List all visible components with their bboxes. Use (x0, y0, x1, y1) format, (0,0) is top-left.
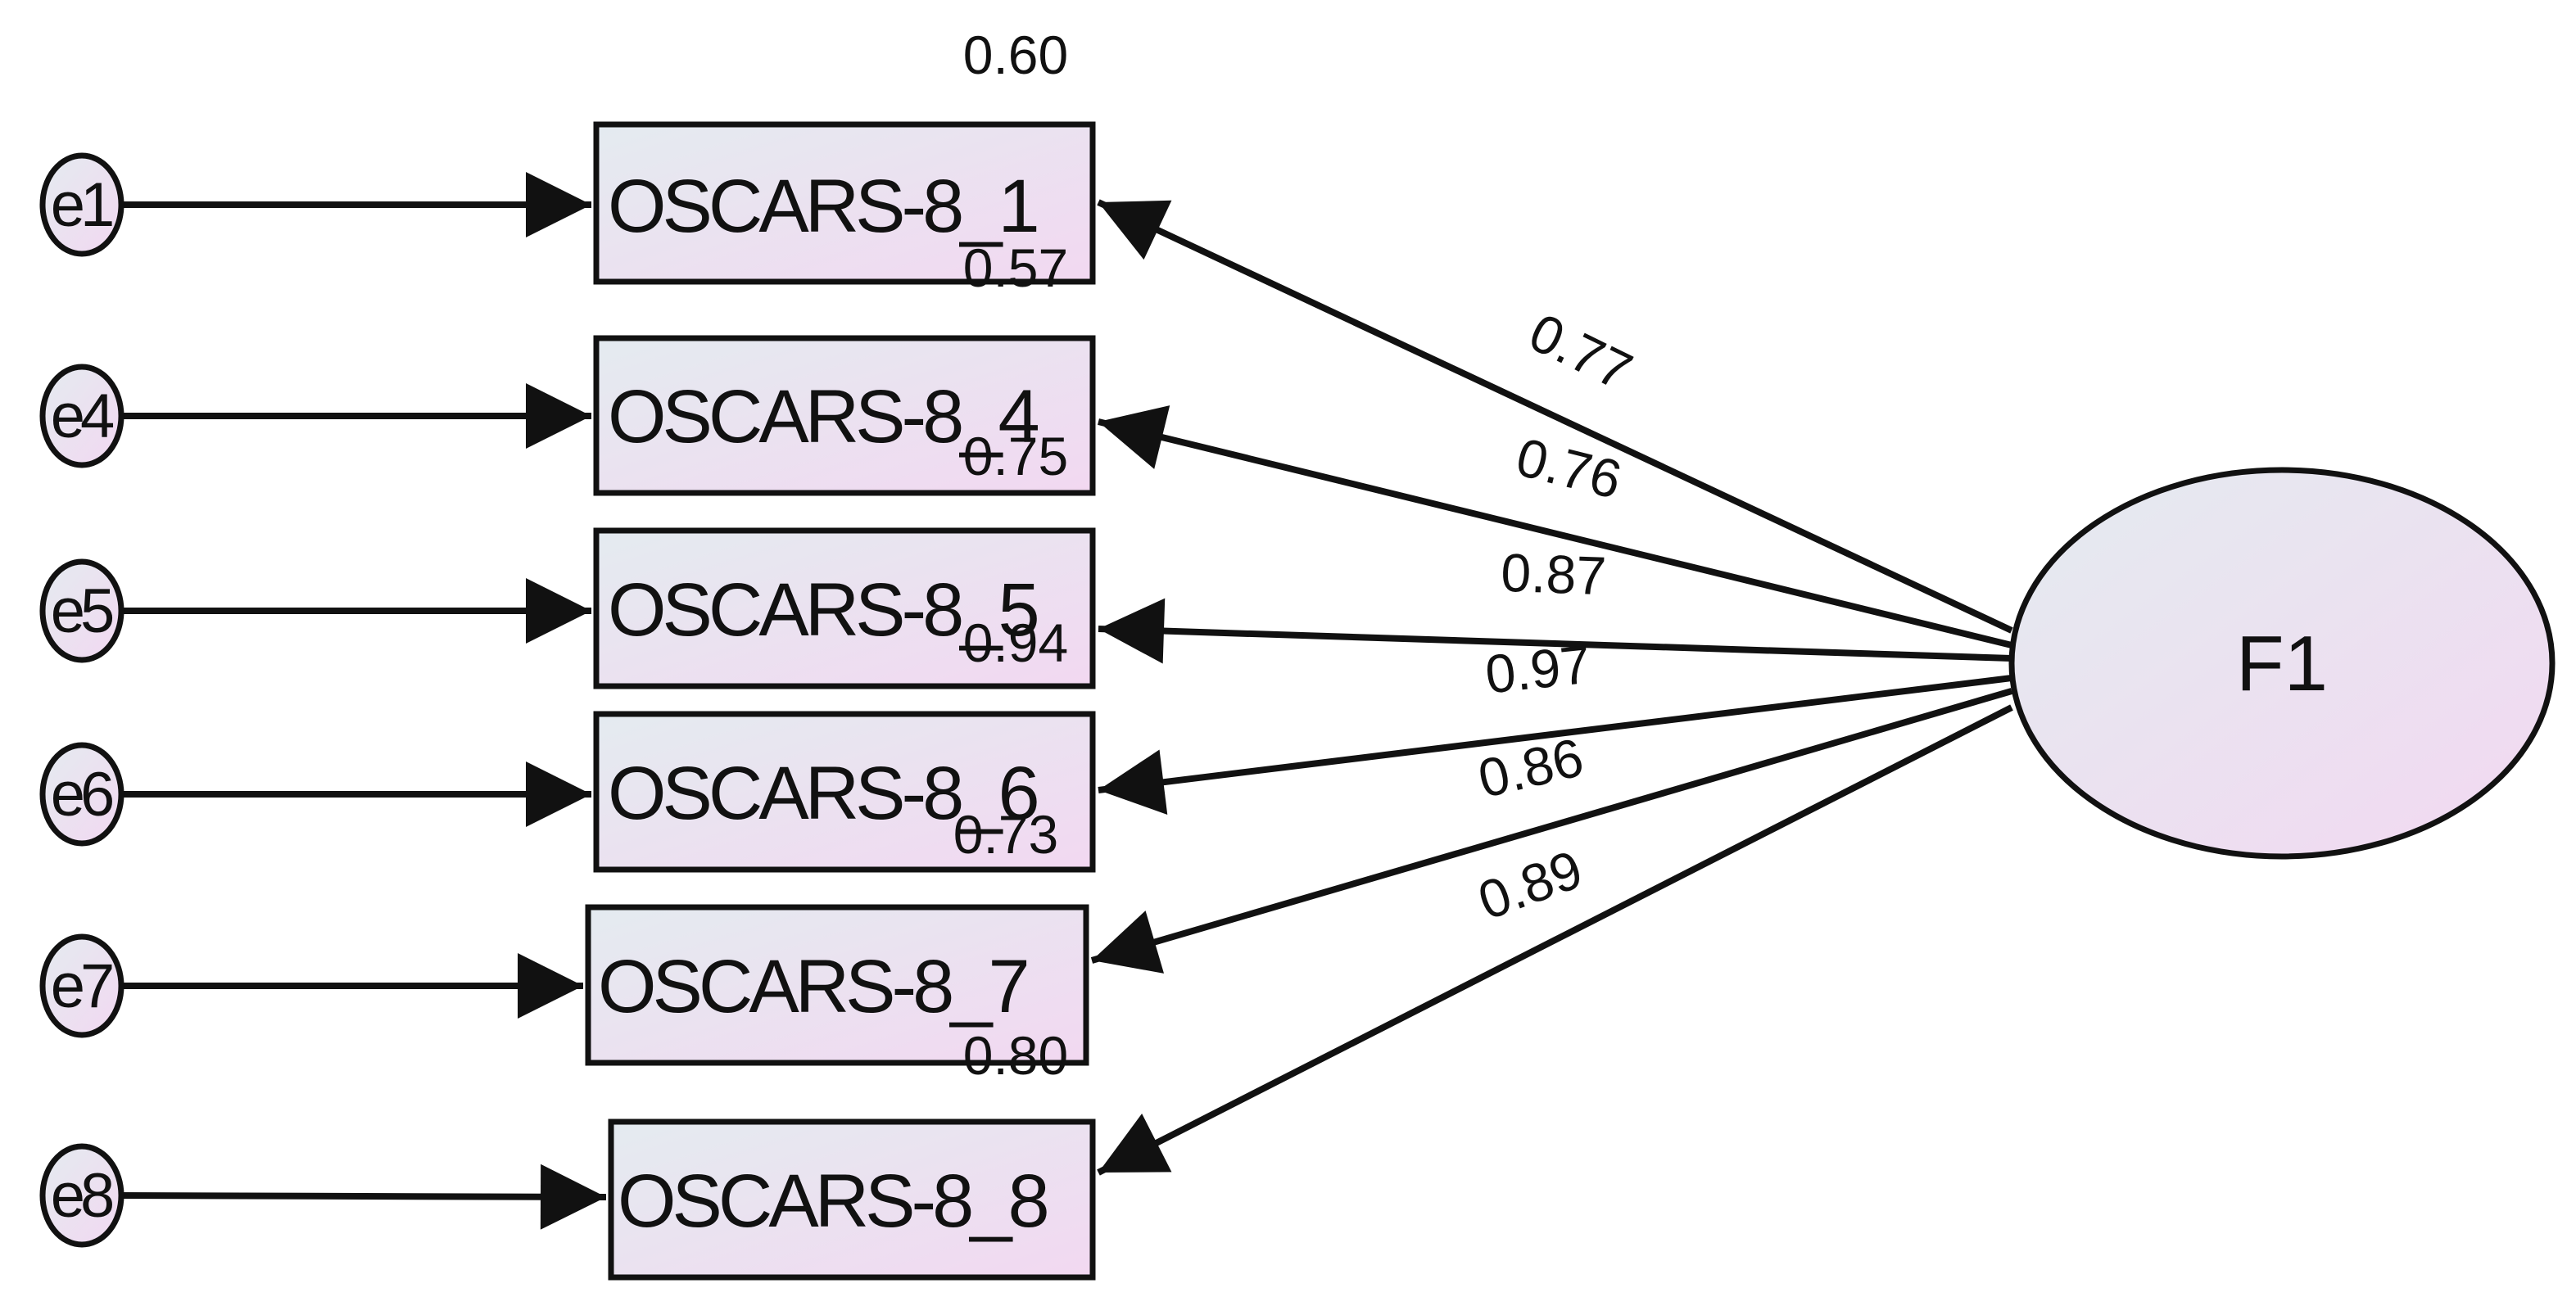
indicator-row-2: e4 OSCARS-8_4 0.76 0.57 (39, 237, 2012, 648)
observed-indicator-label: OSCARS-8_8 (618, 1159, 1047, 1243)
factor-loading-arrow (1097, 199, 2013, 634)
observed-indicator-label: OSCARS-8_7 (598, 945, 1026, 1028)
factor-loading-arrow (1097, 704, 2013, 1176)
factor-loading-label: 0.89 (1470, 838, 1590, 931)
error-term-label: e4 (51, 382, 114, 451)
error-term-node[interactable] (39, 933, 124, 1038)
squared-multiple-correlation: 0.73 (953, 804, 1058, 865)
observed-indicator-box[interactable] (593, 527, 1096, 689)
factor-loading-arrow (1098, 405, 2012, 648)
indicator-row-1: e1 OSCARS-8_1 0.77 0.60 (39, 25, 2013, 634)
factor-ellipse (2008, 467, 2556, 860)
factor-loading-label: 0.77 (1520, 301, 1641, 402)
observed-indicator-box[interactable] (585, 904, 1089, 1066)
latent-factor-f1[interactable]: F1 (2008, 467, 2556, 860)
squared-multiple-correlation: 0.75 (963, 426, 1068, 486)
observed-indicator-label: OSCARS-8_5 (608, 568, 1037, 652)
observed-indicator-box[interactable] (608, 1118, 1096, 1281)
squared-multiple-correlation: 0.57 (963, 237, 1068, 298)
factor-loading-label: 0.87 (1500, 542, 1607, 606)
squared-multiple-correlation: 0.80 (963, 1025, 1068, 1086)
observed-indicator-label: OSCARS-8_4 (608, 375, 1038, 459)
error-term-node[interactable] (39, 1143, 124, 1248)
observed-indicator-box[interactable] (593, 711, 1096, 873)
squared-multiple-correlation: 0.94 (963, 612, 1068, 673)
error-term-label: e6 (51, 760, 112, 829)
error-term-node[interactable] (39, 742, 124, 847)
error-term-node[interactable] (39, 558, 124, 663)
indicator-row-5: e7 OSCARS-8_7 0.86 0.73 (39, 688, 2013, 1066)
factor-loading-arrow (1090, 688, 2013, 974)
factor-label: F1 (2236, 620, 2328, 707)
factor-loading-label: 0.97 (1483, 634, 1594, 705)
error-term-label: e8 (51, 1161, 112, 1231)
indicator-row-3: e5 OSCARS-8_5 0.87 0.75 (39, 426, 2012, 689)
observed-indicator-box[interactable] (593, 121, 1096, 285)
squared-multiple-correlation: 0.60 (963, 25, 1068, 85)
observed-indicator-label: OSCARS-8_6 (608, 752, 1037, 835)
error-term-label: e7 (51, 951, 112, 1021)
factor-loading-arrow (1098, 675, 2012, 815)
indicator-row-6: e8 OSCARS-8_8 0.89 0.80 (39, 704, 2013, 1281)
observed-indicator-box[interactable] (593, 335, 1096, 496)
error-term-node[interactable] (39, 152, 124, 257)
error-term-label: e5 (51, 576, 113, 646)
observed-indicator-label: OSCARS-8_1 (608, 165, 1036, 248)
indicator-row-4: e6 OSCARS-8_6 0.97 0.94 (39, 612, 2012, 873)
error-term-label: e1 (51, 170, 112, 240)
error-path-arrow (119, 1164, 607, 1230)
factor-loading-arrow (1098, 598, 2012, 664)
error-term-node[interactable] (39, 364, 124, 468)
